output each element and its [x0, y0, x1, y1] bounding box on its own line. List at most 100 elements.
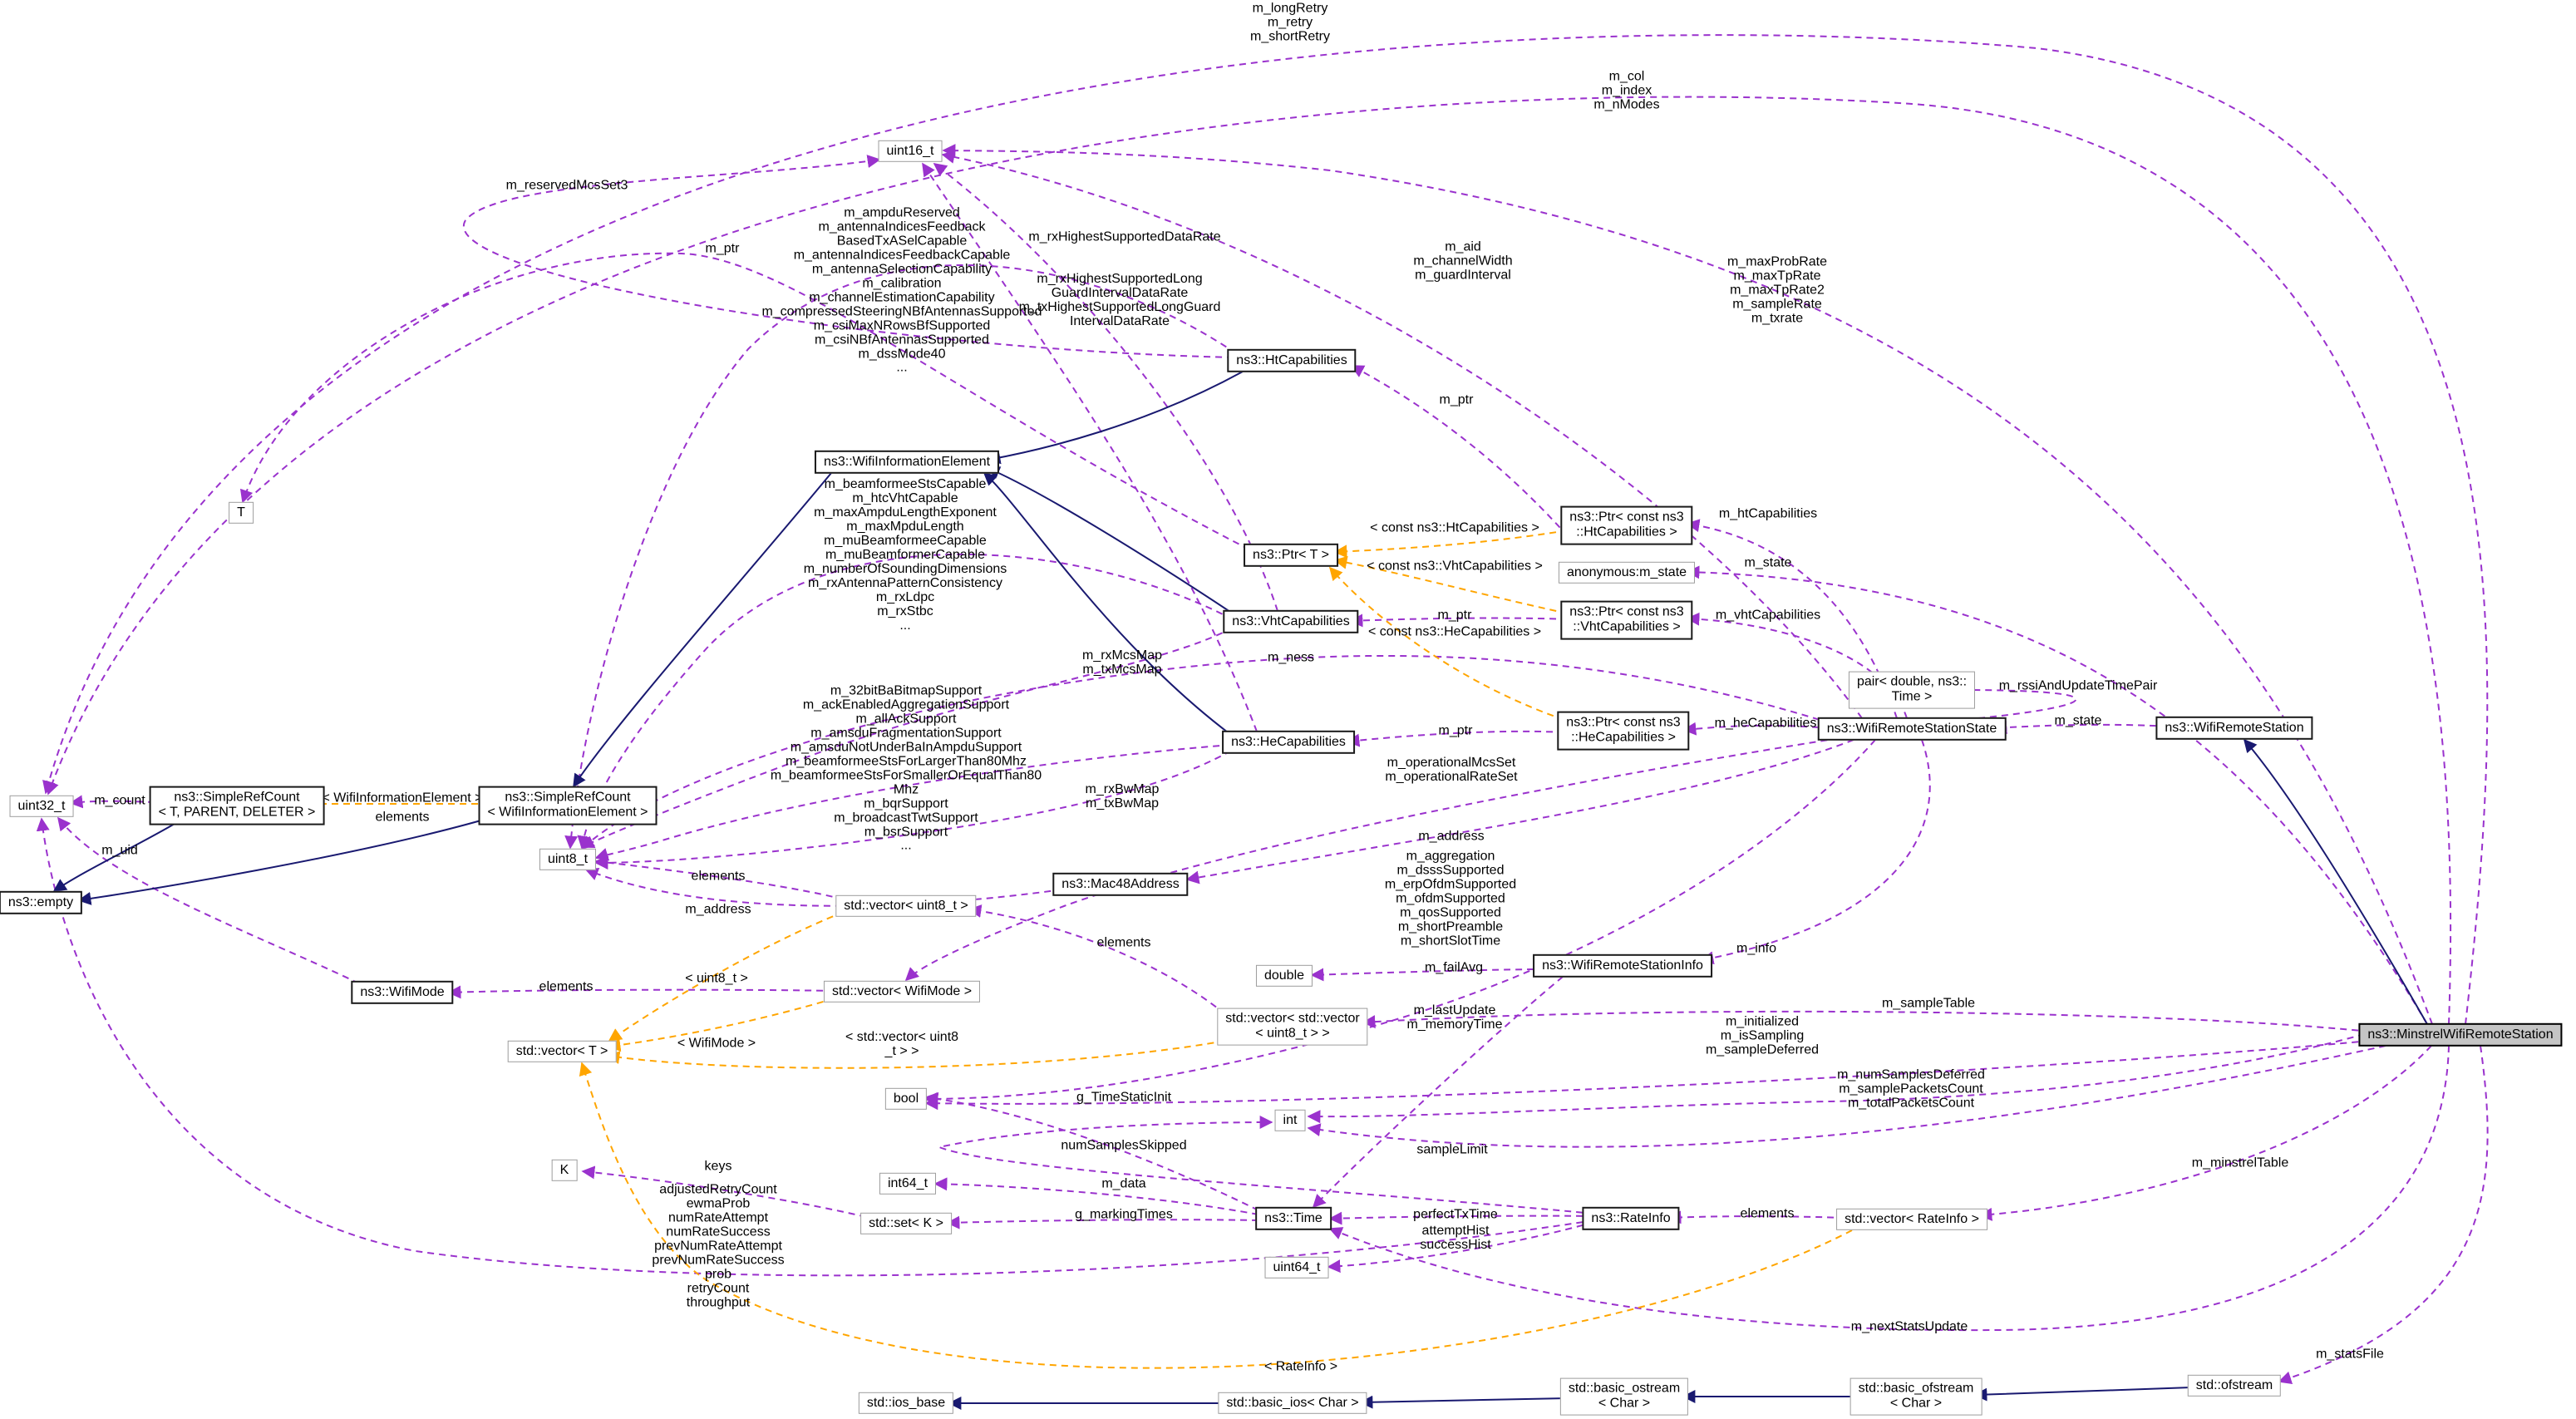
- class-node-pair-double-time: pair< double, ns3:: Time >: [1848, 671, 1976, 709]
- class-node-basic-ios: std::basic_ios< Char >: [1218, 1392, 1367, 1415]
- edge-m-30: [1958, 683, 2077, 719]
- class-node-vector-t: std::vector< T >: [507, 1040, 617, 1063]
- edge-m-8: [577, 553, 1234, 850]
- class-node-uint32-t: uint32_t: [9, 795, 74, 818]
- class-node-he-capabilities[interactable]: ns3::HeCapabilities: [1222, 730, 1355, 755]
- edge-m-43: [581, 1165, 867, 1218]
- edge-m-17: [924, 739, 1876, 1106]
- class-node-ios-base: std::ios_base: [858, 1392, 954, 1415]
- edge-m-0: [42, 34, 2489, 1025]
- edge-m-38: [936, 1116, 1595, 1215]
- edge-m-14: [584, 868, 1063, 907]
- class-node-vht-capabilities[interactable]: ns3::VhtCapabilities: [1223, 609, 1359, 634]
- class-node-basic-ostream: std::basic_ostream < Char >: [1559, 1377, 1689, 1416]
- edge-m-45: [1328, 1211, 1595, 1225]
- edge-m-11: [594, 750, 1232, 870]
- edge-m-9: [594, 744, 1232, 861]
- edge-t-66: [608, 911, 845, 1042]
- class-node-wifi-information-element[interactable]: ns3::WifiInformationElement: [814, 450, 1000, 475]
- class-node-uint16-t: uint16_t: [878, 140, 943, 163]
- class-node-vector-wifimode: std::vector< WifiMode >: [823, 980, 981, 1003]
- edge-m-15: [968, 904, 1226, 1015]
- edge-m-20: [57, 816, 360, 984]
- class-node-simple-ref-count-t[interactable]: ns3::SimpleRefCount < T, PARENT, DELETER…: [149, 786, 325, 825]
- edge-m-25: [1346, 730, 1565, 747]
- edge-i-52: [986, 466, 1234, 614]
- class-node-anonymous-m-state: anonymous:m_state: [1558, 561, 1696, 584]
- class-node-bool-type: bool: [884, 1087, 928, 1111]
- edge-i-53: [983, 471, 1232, 736]
- edge-t-68: [606, 1040, 1226, 1069]
- class-node-ptr-t[interactable]: ns3::Ptr< T >: [1244, 543, 1338, 568]
- edge-m-41: [933, 1177, 1259, 1215]
- edge-m-31: [1993, 721, 2169, 735]
- edge-i-56: [52, 823, 175, 892]
- edge-m-12: [580, 654, 1831, 850]
- class-node-wifi-remote-station-state[interactable]: ns3::WifiRemoteStationState: [1817, 717, 2007, 742]
- edge-m-13: [594, 855, 845, 900]
- edge-i-57: [2243, 738, 2428, 1025]
- edge-m-7: [564, 264, 1237, 850]
- edge-m-22: [239, 252, 1250, 550]
- edge-m-40: [1307, 1023, 2399, 1124]
- edge-m-23: [1350, 365, 1569, 537]
- edge-m-49: [1328, 1045, 2450, 1332]
- edge-i-55: [77, 817, 490, 905]
- edge-m-16: [1185, 739, 1854, 884]
- edge-m-3: [933, 163, 1278, 612]
- edge-m-19: [447, 985, 835, 999]
- edge-m-33: [1310, 968, 1546, 982]
- edge-m-4: [922, 162, 1258, 732]
- edge-m-42: [946, 1215, 1259, 1229]
- edge-t-64: [1333, 555, 1569, 614]
- class-node-wifi-remote-station[interactable]: ns3::WifiRemoteStation: [2155, 716, 2313, 741]
- edge-m-36: [924, 1040, 2371, 1111]
- edge-i-54: [573, 472, 832, 788]
- class-node-simple-ref-count-wie[interactable]: ns3::SimpleRefCount < WifiInformationEle…: [478, 786, 658, 825]
- edge-m-32: [1700, 739, 1931, 965]
- class-node-vector-uint8: std::vector< uint8_t >: [835, 894, 977, 918]
- class-node-wifi-remote-station-info[interactable]: ns3::WifiRemoteStationInfo: [1533, 953, 1712, 978]
- class-node-set-k: std::set< K >: [860, 1212, 952, 1235]
- edge-m-46: [1327, 1221, 1595, 1274]
- edge-m-1: [46, 96, 2452, 1025]
- class-node-ofstream: std::ofstream: [2187, 1374, 2282, 1397]
- edge-m-37: [924, 1091, 1259, 1211]
- edge-m-44: [36, 817, 1595, 1277]
- class-node-mac48-address[interactable]: ns3::Mac48Address: [1052, 872, 1189, 897]
- class-node-ptr-const-vht[interactable]: ns3::Ptr< const ns3 ::VhtCapabilities >: [1560, 600, 1693, 640]
- edge-m-39: [1307, 1045, 2386, 1148]
- edge-i-59: [1359, 1395, 1569, 1409]
- edge-t-63: [1333, 530, 1569, 559]
- class-node-ht-capabilities[interactable]: ns3::HtCapabilities: [1227, 348, 1357, 373]
- edge-m-47: [1667, 1210, 1846, 1224]
- class-node-ptr-const-ht[interactable]: ns3::Ptr< const ns3 ::HtCapabilities >: [1560, 505, 1693, 545]
- edge-t-67: [607, 998, 835, 1052]
- class-node-rate-info[interactable]: ns3::RateInfo: [1582, 1206, 1680, 1231]
- edge-m-2: [462, 155, 1234, 358]
- class-node-k-param: K: [551, 1159, 578, 1182]
- class-node-vector-vector-uint8: std::vector< std::vector < uint8_t > >: [1217, 1008, 1368, 1046]
- edge-m-24: [1349, 613, 1569, 628]
- edge-i-51: [987, 371, 1244, 465]
- edge-m-10: [580, 627, 1234, 849]
- class-node-vector-rateinfo: std::vector< RateInfo >: [1836, 1208, 1987, 1231]
- edge-m-21: [69, 795, 167, 809]
- edge-m-6: [942, 144, 2433, 1025]
- edge-m-27: [1686, 565, 2428, 1025]
- class-node-t-param: T: [229, 501, 254, 525]
- class-node-uint64-t: uint64_t: [1264, 1256, 1329, 1279]
- class-node-wifi-mode[interactable]: ns3::WifiMode: [351, 980, 454, 1005]
- edge-m-26: [1686, 519, 1898, 719]
- class-node-ptr-const-he[interactable]: ns3::Ptr< const ns3 ::HeCapabilities >: [1557, 711, 1690, 751]
- class-node-uint8-t: uint8_t: [539, 848, 597, 871]
- edge-t-65: [1328, 566, 1565, 721]
- class-node-int64-t: int64_t: [879, 1172, 937, 1195]
- edge-m-35: [1362, 1010, 2371, 1032]
- edge-i-61: [1973, 1387, 2192, 1402]
- class-node-ns3-empty[interactable]: ns3::empty: [0, 890, 83, 915]
- class-node-double-type: double: [1255, 964, 1313, 988]
- class-node-ns3-time[interactable]: ns3::Time: [1255, 1206, 1332, 1231]
- edge-m-48: [1978, 1045, 2432, 1221]
